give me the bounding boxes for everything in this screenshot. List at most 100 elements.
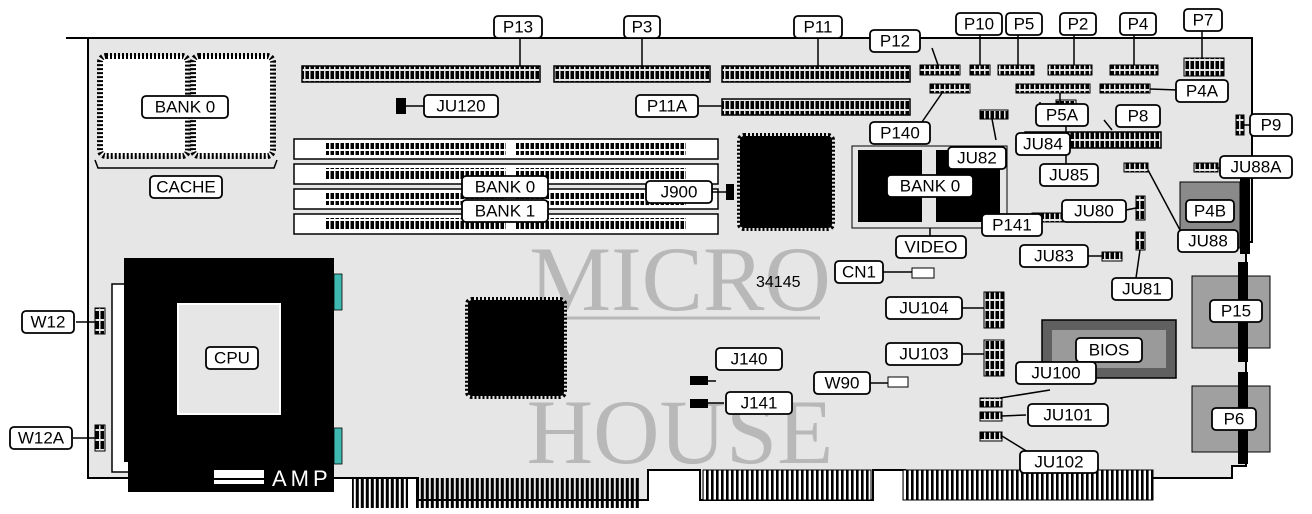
p11a-connector bbox=[721, 98, 911, 116]
svg-text:W90: W90 bbox=[825, 374, 860, 393]
svg-text:P141: P141 bbox=[992, 216, 1032, 235]
label-ju85: JU85 bbox=[1039, 163, 1099, 187]
svg-text:P11: P11 bbox=[804, 18, 833, 37]
label-w12: W12 bbox=[21, 310, 75, 334]
jumper-block-a bbox=[979, 109, 1009, 120]
controller-chip bbox=[465, 297, 567, 399]
label-p6: P6 bbox=[1211, 407, 1257, 431]
label-j140: J140 bbox=[715, 347, 783, 371]
svg-text:W12A: W12A bbox=[18, 429, 65, 448]
p140-header bbox=[929, 83, 971, 94]
ju101-jumper bbox=[979, 411, 1003, 422]
svg-text:VIDEO: VIDEO bbox=[905, 238, 958, 257]
svg-text:P4B: P4B bbox=[1194, 202, 1226, 221]
label-ju81: JU81 bbox=[1111, 277, 1173, 301]
svg-text:JU104: JU104 bbox=[899, 299, 948, 318]
edge-connector-b bbox=[416, 478, 640, 508]
ju103-jumper bbox=[983, 339, 1005, 377]
svg-text:MICRO: MICRO bbox=[529, 228, 831, 330]
w12-jumper bbox=[94, 307, 106, 335]
label-p7: P7 bbox=[1183, 8, 1223, 32]
ju88-jumper bbox=[1123, 162, 1149, 173]
svg-text:P5A: P5A bbox=[1046, 106, 1079, 125]
svg-text:P4: P4 bbox=[1128, 15, 1149, 34]
label-p13: P13 bbox=[493, 15, 543, 39]
svg-text:P5: P5 bbox=[1014, 15, 1035, 34]
svg-text:JU83: JU83 bbox=[1034, 247, 1074, 266]
label-p4: P4 bbox=[1119, 12, 1157, 36]
svg-text:P7: P7 bbox=[1193, 11, 1214, 30]
leader-lines bbox=[73, 30, 1250, 453]
label-cache: CACHE bbox=[149, 175, 223, 199]
svg-text:CN1: CN1 bbox=[842, 263, 876, 282]
edge-connector-a bbox=[352, 478, 408, 508]
svg-text:JU102: JU102 bbox=[1034, 453, 1083, 472]
board-model-number: 34145 bbox=[756, 274, 801, 291]
label-ju120: JU120 bbox=[423, 94, 499, 118]
label-j141: J141 bbox=[725, 391, 793, 415]
p5a-header bbox=[1015, 83, 1091, 94]
svg-text:P6: P6 bbox=[1224, 410, 1245, 429]
cpu-socket bbox=[111, 258, 343, 492]
edge-connector-c bbox=[702, 469, 872, 501]
p3-connector bbox=[553, 65, 711, 83]
label-p12: P12 bbox=[869, 29, 921, 53]
ju104-jumper bbox=[983, 291, 1005, 329]
svg-text:J141: J141 bbox=[741, 394, 778, 413]
p4b-side-strip bbox=[1240, 176, 1250, 254]
j900-jumper bbox=[726, 184, 734, 200]
j141-jumper bbox=[690, 399, 708, 408]
label-p11a: P11A bbox=[635, 94, 699, 118]
svg-text:JU80: JU80 bbox=[1074, 202, 1114, 221]
svg-text:P140: P140 bbox=[880, 124, 920, 143]
label-p141: P141 bbox=[981, 213, 1043, 237]
label-cpu: CPU bbox=[205, 346, 259, 370]
label-video-bank-0: BANK 0 bbox=[886, 174, 974, 198]
j140-jumper bbox=[690, 376, 708, 385]
label-p10: P10 bbox=[955, 12, 1003, 36]
svg-text:BANK 0: BANK 0 bbox=[155, 98, 215, 117]
label-p2: P2 bbox=[1059, 12, 1097, 36]
p11-connector bbox=[721, 65, 911, 83]
label-ju82: JU82 bbox=[947, 146, 1007, 170]
svg-text:CPU: CPU bbox=[214, 349, 250, 368]
p7-header bbox=[1183, 57, 1225, 77]
svg-text:P3: P3 bbox=[632, 18, 653, 37]
svg-text:P15: P15 bbox=[1221, 302, 1251, 321]
w12a-jumper bbox=[94, 424, 106, 452]
svg-text:BANK 0: BANK 0 bbox=[475, 178, 535, 197]
label-p9: P9 bbox=[1249, 113, 1293, 137]
label-ju88a: JU88A bbox=[1219, 155, 1293, 179]
svg-text:P11A: P11A bbox=[647, 97, 688, 116]
label-p4a: P4A bbox=[1175, 79, 1229, 103]
p12-header bbox=[919, 64, 961, 76]
svg-text:JU88: JU88 bbox=[1188, 232, 1228, 251]
label-p5: P5 bbox=[1005, 12, 1043, 36]
p4a-header bbox=[1099, 83, 1151, 94]
label-ju83: JU83 bbox=[1019, 244, 1089, 268]
svg-text:P2: P2 bbox=[1068, 15, 1089, 34]
svg-text:W12: W12 bbox=[31, 313, 66, 332]
p10-header bbox=[969, 64, 991, 76]
label-simm-bank-0: BANK 0 bbox=[461, 175, 549, 199]
label-ju103: JU103 bbox=[885, 342, 963, 366]
chipset-chip bbox=[737, 133, 835, 231]
label-cn1: CN1 bbox=[834, 260, 884, 284]
label-bios: BIOS bbox=[1075, 337, 1143, 363]
svg-text:P12: P12 bbox=[880, 32, 910, 51]
p9-header bbox=[1235, 114, 1245, 136]
ju100-jumper bbox=[979, 397, 1003, 408]
svg-text:JU101: JU101 bbox=[1043, 406, 1092, 425]
label-ju101: JU101 bbox=[1027, 403, 1109, 427]
amp-label: AMP bbox=[272, 466, 332, 491]
svg-text:JU120: JU120 bbox=[436, 97, 485, 116]
label-p11: P11 bbox=[793, 15, 843, 39]
svg-text:JU81: JU81 bbox=[1122, 280, 1162, 299]
label-video: VIDEO bbox=[895, 235, 967, 259]
label-p8: P8 bbox=[1115, 104, 1161, 128]
label-w90: W90 bbox=[813, 371, 871, 395]
svg-text:P4A: P4A bbox=[1186, 82, 1219, 101]
svg-text:JU82: JU82 bbox=[957, 149, 997, 168]
ju120-jumper bbox=[396, 98, 406, 114]
